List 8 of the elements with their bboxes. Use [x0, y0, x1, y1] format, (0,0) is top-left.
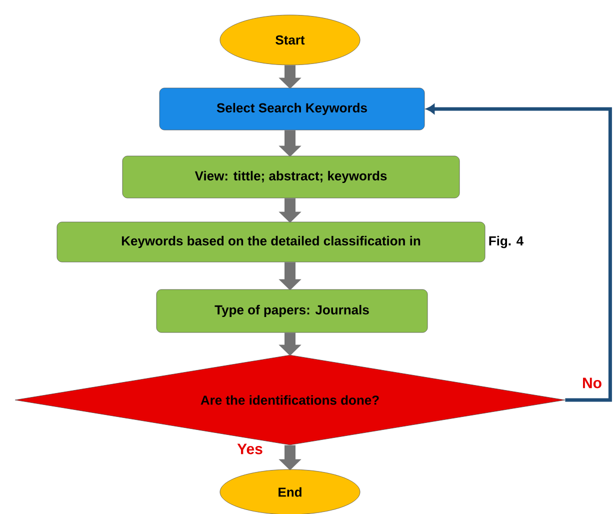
edge-label: Yes — [237, 444, 262, 454]
process-box: View: tittle; abstract; keywords — [122, 156, 460, 198]
process-box: Type of papers: Journals — [156, 289, 428, 333]
edge-label: No — [583, 378, 602, 388]
loop-arrow — [426, 104, 612, 402]
process-box: Select Search Keywords — [159, 88, 425, 130]
beside-label: Fig. 4 — [489, 236, 524, 248]
process-box: Keywords based on the detailed classification in — [56, 222, 486, 262]
